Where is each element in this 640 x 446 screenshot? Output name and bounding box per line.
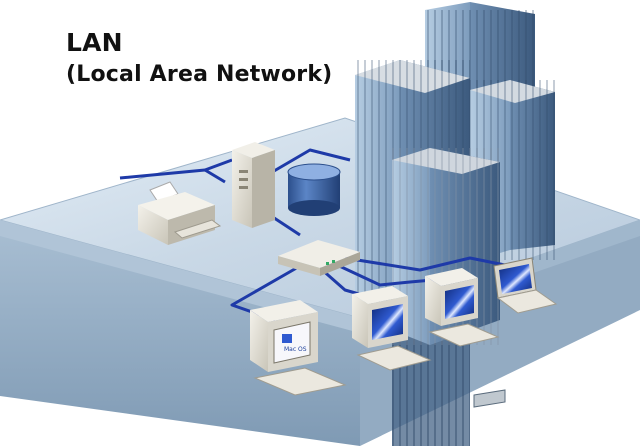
server-tower-icon: [232, 142, 275, 228]
network-hub-icon: [278, 240, 360, 276]
diagram-title: LAN: [66, 28, 123, 57]
laptop-icon: [493, 257, 558, 314]
computer-icon: [352, 286, 432, 371]
diagram-subtitle: (Local Area Network): [66, 62, 333, 87]
computer-icon: [425, 268, 500, 347]
database-icon: [287, 163, 341, 216]
screen-label: Mac OS: [284, 346, 307, 353]
computer-icon: Mac OS: [250, 300, 347, 396]
printer-icon: [138, 181, 222, 245]
